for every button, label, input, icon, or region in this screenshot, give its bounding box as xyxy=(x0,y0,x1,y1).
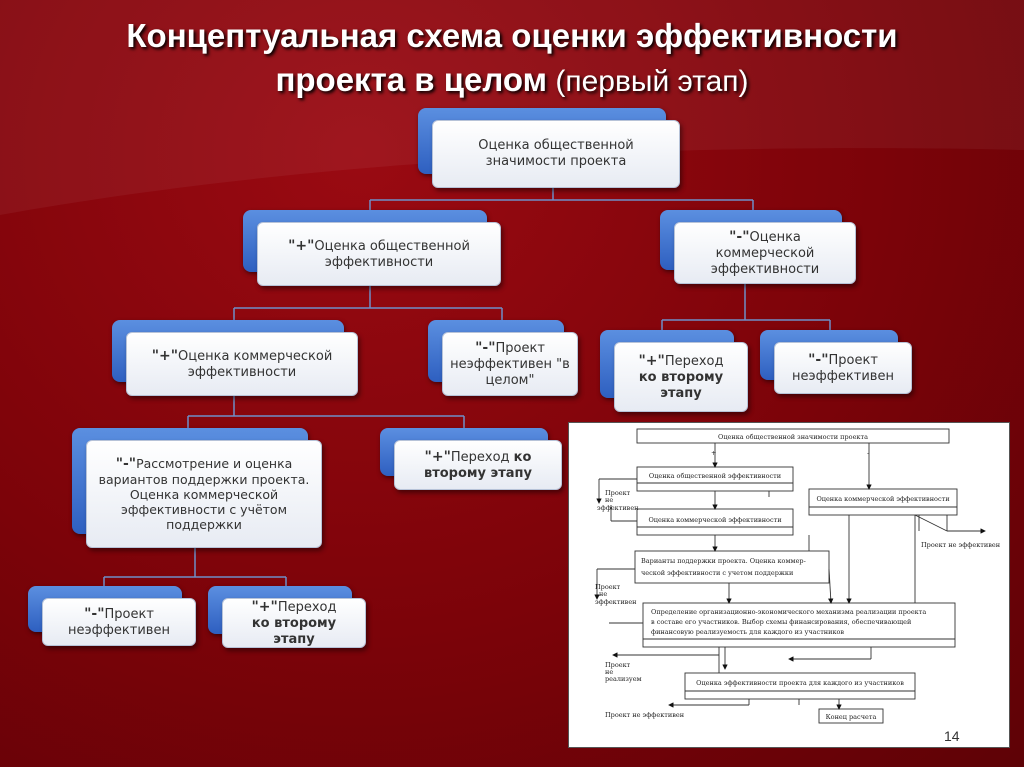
inset-side-1a: Проект xyxy=(605,489,631,497)
sign: "-" xyxy=(475,339,496,356)
node-right-ineffective-label: "-"Проект неэффективен xyxy=(774,342,912,394)
node-root-label: Оценка общественной значимости проекта xyxy=(432,120,680,188)
node-minus-commercial-label: "-"Оценка коммерческой эффективности xyxy=(674,222,856,284)
inset-text-3: Оценка коммерческой эффективности xyxy=(816,495,949,503)
node-right-ineffective: "-"Проект неэффективен xyxy=(760,330,912,394)
text-bold: ко второму этапу xyxy=(423,449,533,481)
inset-text-5a: Варианты поддержки проекта. Оценка комме… xyxy=(641,557,806,565)
node-bottom-ineffective-label: "-"Проект неэффективен xyxy=(42,598,196,646)
inset-text-6b: в составе его участников. Выбор схемы фи… xyxy=(651,618,911,626)
slide-title: Концептуальная схема оценки эффективност… xyxy=(0,14,1024,104)
inset-side-3b: не xyxy=(605,668,613,676)
inset-box-3 xyxy=(808,488,958,516)
node-plus-commercial: "+"Оценка коммерческой эффективности xyxy=(112,320,358,396)
inset-right-out: Проект не эффективен xyxy=(921,541,1000,549)
inset-text-8: Конец расчета xyxy=(826,713,877,721)
sign: "-" xyxy=(729,228,750,245)
title-light: (первый этап) xyxy=(547,65,749,98)
inset-text-5b: ческой эффективности с учетом поддержки xyxy=(641,569,793,577)
title-line-2: проекта в целом (первый этап) xyxy=(0,58,1024,104)
inset-side-3c: реализуем xyxy=(605,675,642,683)
text: Переход xyxy=(277,599,337,615)
sign: "+" xyxy=(638,352,665,369)
inset-side-1c: эффективен xyxy=(597,504,639,512)
node-ineffective-whole-label: "-"Проект неэффективен "в целом" xyxy=(442,332,578,396)
node-mid-transition-label: "+"Переход ко второму этапу xyxy=(394,440,562,490)
node-plus-commercial-label: "+"Оценка коммерческой эффективности xyxy=(126,332,358,396)
text: Проект неэффективен xyxy=(68,606,170,638)
sign: "+" xyxy=(288,237,315,254)
text: Оценка общественной эффективности xyxy=(314,238,470,270)
inset-box-6 xyxy=(642,602,956,648)
text: Оценка коммерческой эффективности xyxy=(178,348,333,380)
text-bold: ко второму этапу xyxy=(638,369,724,401)
inset-text-6c: финансовую реализуемость для каждого из … xyxy=(651,628,844,636)
inset-box-1 xyxy=(636,428,950,444)
node-support: "-"Рассмотрение и оценка вариантов подде… xyxy=(72,428,322,548)
slide-number: 14 xyxy=(944,728,960,744)
text: Проект неэффективен xyxy=(792,352,894,384)
inset-side-2a: Проект xyxy=(595,583,621,591)
node-bottom-ineffective: "-"Проект неэффективен xyxy=(28,586,196,646)
node-plus-social: "+"Оценка общественной эффективности xyxy=(243,210,501,286)
title-line-1: Концептуальная схема оценки эффективност… xyxy=(126,17,898,54)
inset-flowchart: Оценка общественной значимости проекта О… xyxy=(568,422,1010,748)
text: Проект неэффективен "в целом" xyxy=(450,340,570,388)
text: Оценка коммерческой эффективности xyxy=(710,229,820,277)
inset-text-4: Оценка коммерческой эффективности xyxy=(648,516,781,524)
inset-text-2: Оценка общественной эффективности xyxy=(649,472,781,480)
sign: "-" xyxy=(115,456,137,472)
sign: "+" xyxy=(424,448,451,465)
inset-flowchart-svg: Оценка общественной значимости проекта О… xyxy=(594,428,1000,724)
title-bold: проекта в целом xyxy=(275,61,548,98)
node-root: Оценка общественной значимости проекта xyxy=(418,108,680,188)
text-bold: ко второму этапу xyxy=(251,615,337,647)
sign: "+" xyxy=(151,347,179,364)
node-support-label: "-"Рассмотрение и оценка вариантов подде… xyxy=(86,440,322,548)
inset-side-2b: не xyxy=(599,590,607,598)
node-plus-social-label: "+"Оценка общественной эффективности xyxy=(257,222,501,286)
inset-text-1: Оценка общественной значимости проекта xyxy=(718,433,868,441)
node-mid-transition: "+"Переход ко второму этапу xyxy=(380,428,562,490)
inset-side-1b: не xyxy=(605,496,613,504)
inset-side-3a: Проект xyxy=(605,661,631,669)
inset-minus: - xyxy=(867,449,869,457)
inset-box-7 xyxy=(684,672,916,700)
sign: "-" xyxy=(808,351,829,368)
sign: "-" xyxy=(84,605,105,622)
sign: "+" xyxy=(251,598,278,615)
node-minus-commercial: "-"Оценка коммерческой эффективности xyxy=(660,210,856,284)
text: Рассмотрение и оценка вариантов поддержк… xyxy=(98,456,310,532)
inset-box-8 xyxy=(818,708,884,724)
inset-text-6a: Определение организационно-экономическог… xyxy=(651,608,926,616)
inset-side-4: Проект не эффективен xyxy=(605,711,684,719)
text: Переход xyxy=(664,353,724,369)
text: Переход xyxy=(450,449,514,465)
inset-side-2c: эффективен xyxy=(595,598,637,606)
inset-plus: + xyxy=(711,449,716,457)
inset-text-7: Оценка эффективности проекта для каждого… xyxy=(696,679,904,687)
node-ineffective-whole: "-"Проект неэффективен "в целом" xyxy=(428,320,578,396)
inset-box-5 xyxy=(634,550,830,584)
